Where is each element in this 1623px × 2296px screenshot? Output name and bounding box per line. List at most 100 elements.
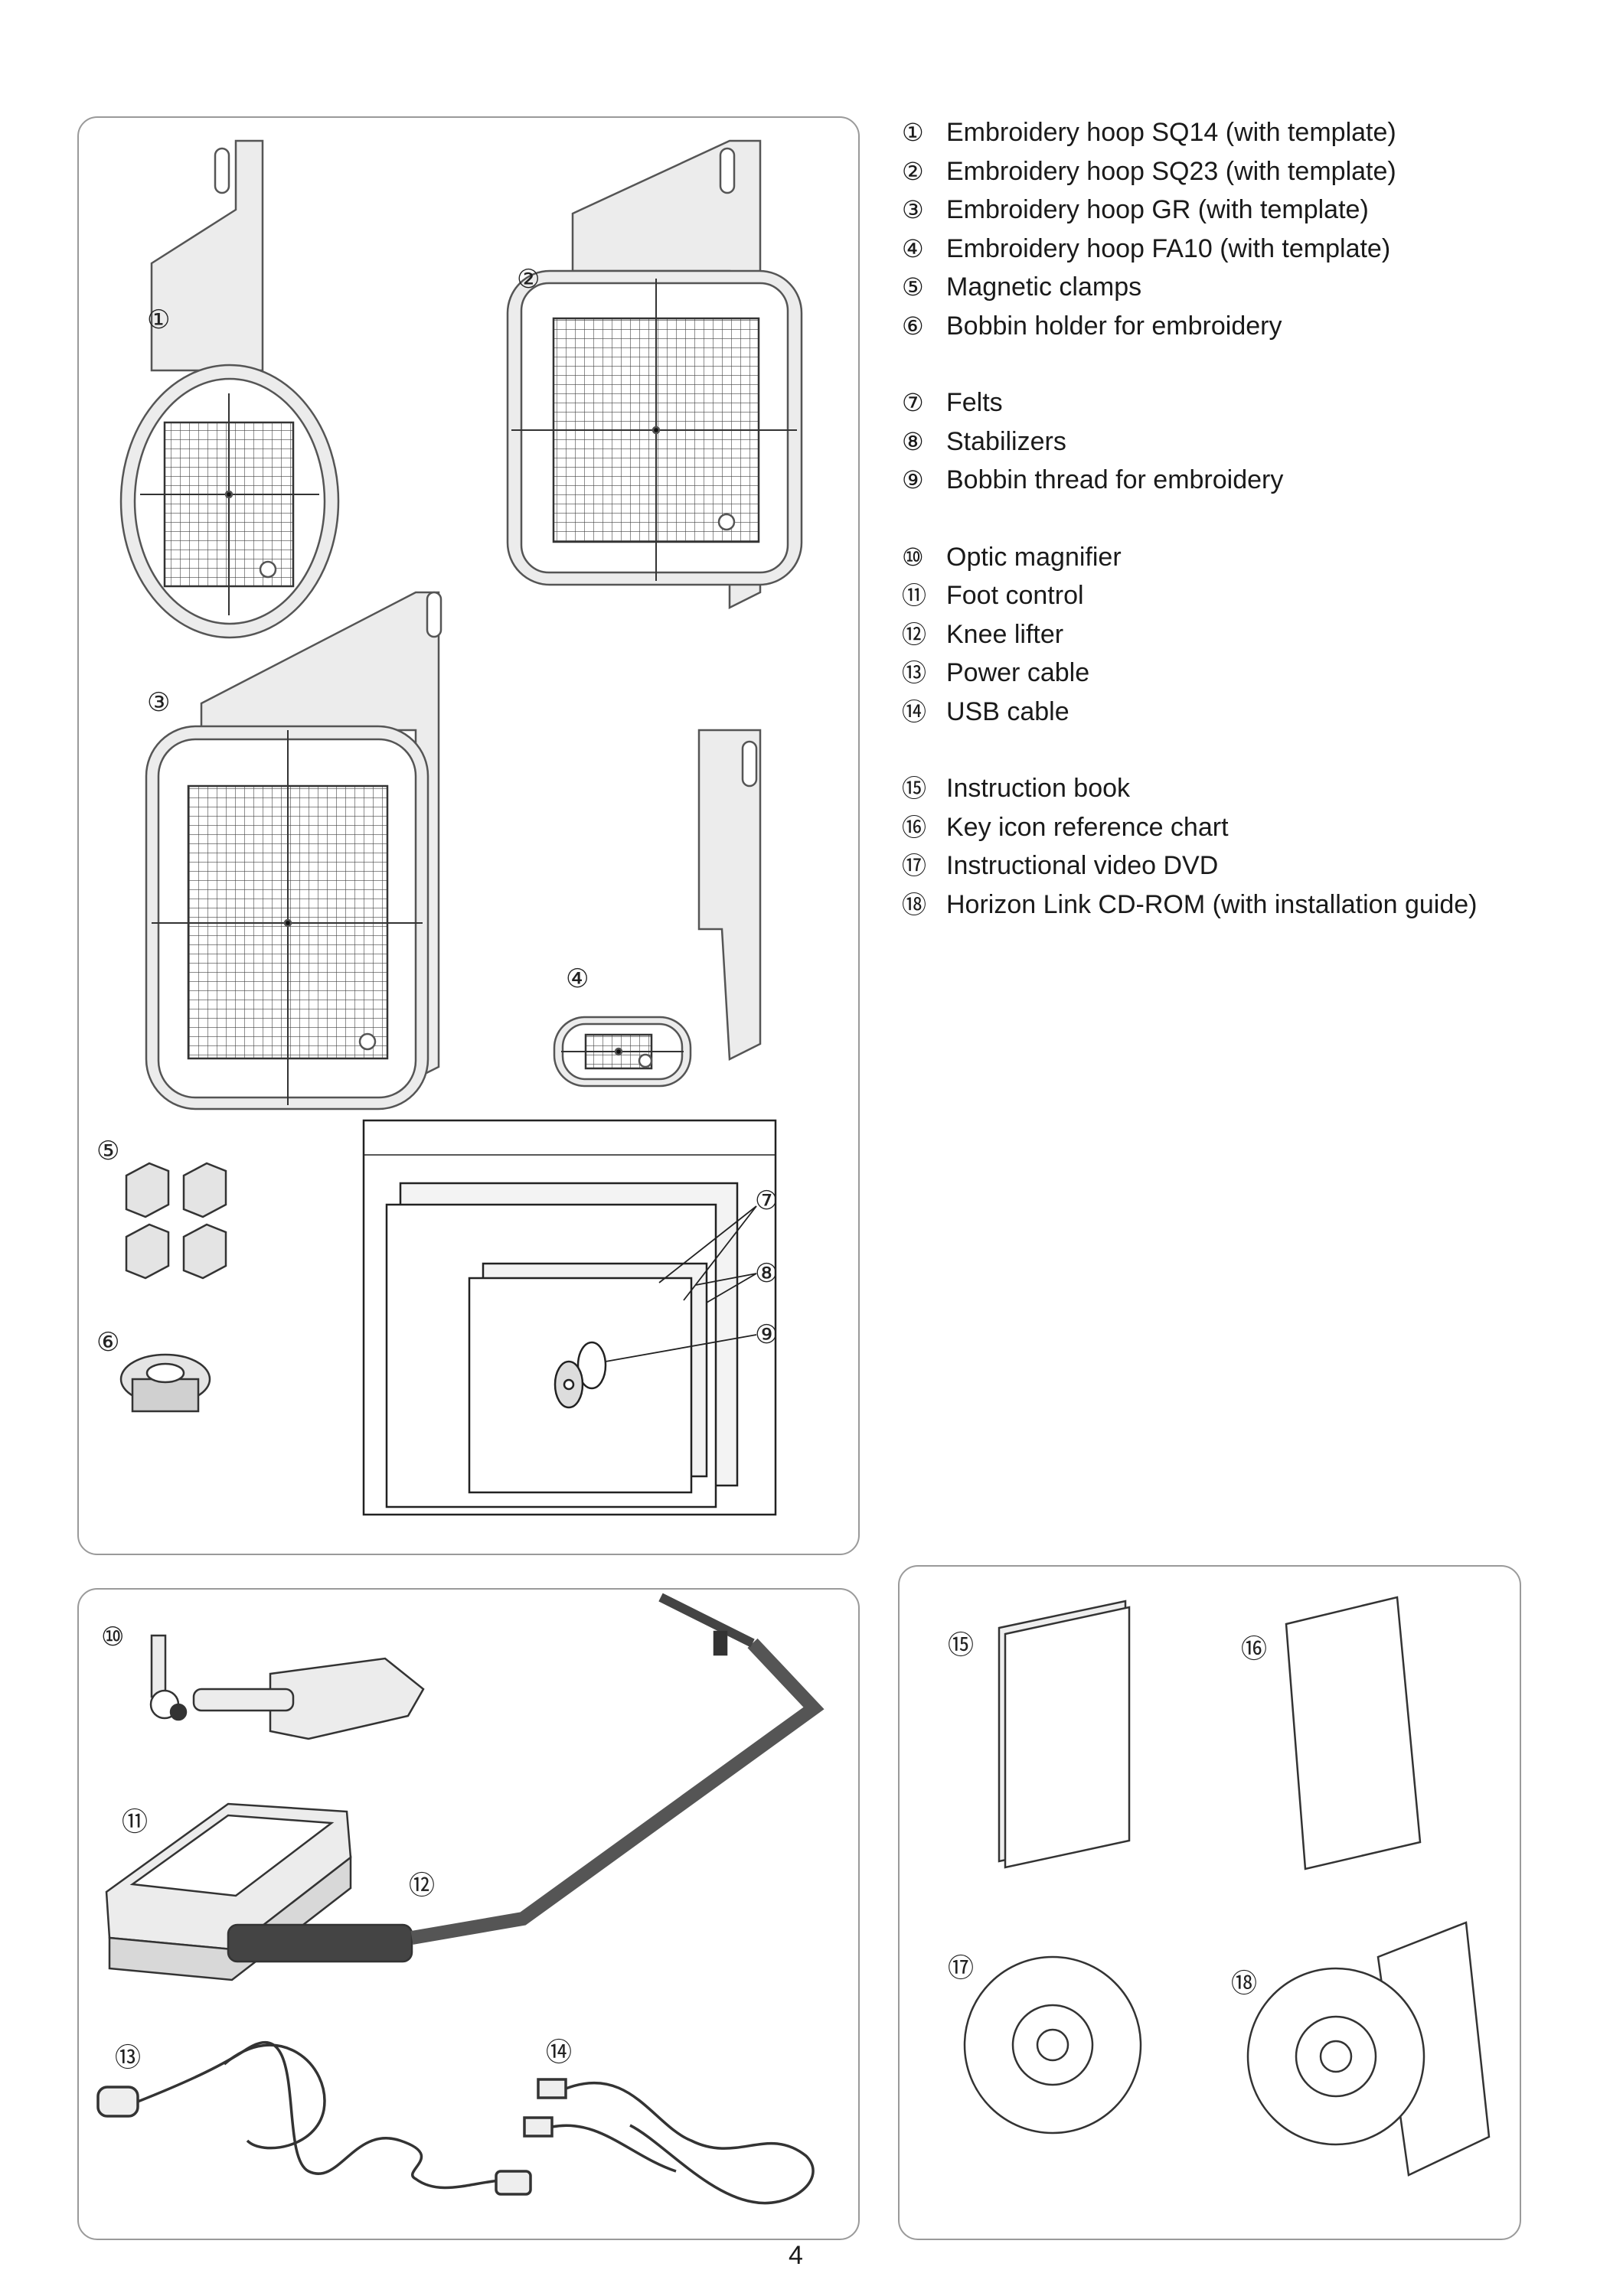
list-item: ② Embroidery hoop SQ23 (with template)	[902, 152, 1591, 191]
callout-1: ①	[147, 305, 171, 335]
list-item: ⑩ Optic magnifier	[902, 538, 1591, 577]
list-item-label: Embroidery hoop SQ23 (with template)	[946, 156, 1396, 186]
felts-stabilizers-package-illustration	[362, 1119, 777, 1516]
callout-9: ⑨	[755, 1319, 779, 1350]
usb-cable-illustration	[523, 2078, 815, 2205]
list-item: ⑫ Knee lifter	[902, 615, 1591, 654]
callout-12: ⑫	[409, 1870, 435, 1901]
list-item-number: ⑬	[902, 658, 927, 687]
list-item-number: ⑤	[902, 272, 924, 302]
list-item-label: Bobbin thread for embroidery	[946, 465, 1284, 494]
documents-panel: ⑮ ⑯ ⑰ ⑱	[898, 1565, 1521, 2240]
knee-lifter-illustration	[227, 1593, 825, 1963]
hoops-panel-illustrations	[119, 139, 803, 1516]
documents-panel-illustrations	[963, 1596, 1491, 2177]
bobbin-holder-illustration	[119, 1353, 211, 1413]
list-item-label: Magnetic clamps	[946, 272, 1142, 302]
list-item: ④ Embroidery hoop FA10 (with template)	[902, 230, 1591, 269]
list-item-label: Embroidery hoop SQ14 (with template)	[946, 118, 1396, 147]
list-item-label: Foot control	[946, 581, 1084, 610]
list-item: ⑬ Power cable	[902, 654, 1591, 693]
hoop-sq14-illustration	[119, 139, 340, 639]
parts-group: ⑦ Felts ⑧ Stabilizers ⑨ Bobbin thread for emb…	[902, 383, 1591, 500]
callout-7: ⑦	[755, 1186, 779, 1216]
list-item: ⑦ Felts	[902, 383, 1591, 422]
list-item: ③ Embroidery hoop GR (with template)	[902, 191, 1591, 230]
parts-group: ⑮ Instruction book ⑯ Key icon reference cha…	[902, 769, 1591, 924]
list-item: ⑱ Horizon Link CD-ROM (with installation …	[902, 885, 1591, 925]
hoop-fa10-illustration	[553, 729, 762, 1088]
hoop-sq23-illustration	[506, 139, 803, 610]
list-item-number: ⑱	[902, 889, 927, 919]
list-item: ⑯ Key icon reference chart	[902, 808, 1591, 847]
list-item: ⑭ USB cable	[902, 693, 1591, 732]
list-item-label: Instruction book	[946, 774, 1131, 803]
optic-magnifier-illustration	[149, 1634, 425, 1740]
list-item-number: ⑩	[902, 542, 924, 572]
list-item-number: ③	[902, 195, 924, 224]
list-item-number: ⑫	[902, 619, 927, 649]
list-item: ⑮ Instruction book	[902, 769, 1591, 808]
callout-16: ⑯	[1241, 1634, 1267, 1665]
list-item-number: ⑧	[902, 426, 924, 456]
magnetic-clamps-illustration	[125, 1162, 227, 1280]
list-item-number: ⑪	[902, 581, 927, 610]
list-item: ⑰ Instructional video DVD	[902, 846, 1591, 885]
list-item-label: USB cable	[946, 696, 1069, 726]
accessories-panel: ⑩ ⑪ ⑫ ⑬ ⑭	[77, 1588, 860, 2240]
list-item: ⑪ Foot control	[902, 576, 1591, 615]
list-item-label: Bobbin holder for embroidery	[946, 311, 1282, 341]
list-item-label: Instructional video DVD	[946, 851, 1219, 880]
hoop-gr-illustration	[145, 591, 442, 1110]
list-item-number: ⑥	[902, 311, 924, 341]
callout-6: ⑥	[96, 1327, 120, 1358]
hoops-panel: ① ② ③ ④ ⑤ ⑥ ⑦ ⑧ ⑨	[77, 116, 860, 1555]
list-item: ⑧ Stabilizers	[902, 422, 1591, 461]
list-item-number: ②	[902, 156, 924, 186]
foot-control-illustration	[105, 1802, 352, 1981]
callout-5: ⑤	[96, 1136, 120, 1166]
key-icon-reference-chart-illustration	[1285, 1596, 1422, 1870]
instruction-book-illustration	[998, 1600, 1131, 1869]
list-item-label: Key icon reference chart	[946, 812, 1229, 842]
callout-10: ⑩	[101, 1622, 125, 1652]
callout-13: ⑬	[115, 2043, 141, 2073]
parts-group: ⑩ Optic magnifier ⑪ Foot control ⑫ Knee lifte…	[902, 538, 1591, 732]
list-item: ⑥ Bobbin holder for embroidery	[902, 307, 1591, 346]
list-item-number: ⑦	[902, 388, 924, 417]
list-item-number: ④	[902, 233, 924, 263]
list-item-label: Embroidery hoop GR (with template)	[946, 195, 1369, 224]
list-item-label: Power cable	[946, 658, 1090, 687]
list-item-number: ⑮	[902, 774, 927, 803]
list-item-label: Felts	[946, 388, 1003, 417]
list-item-number: ①	[902, 118, 924, 147]
callout-8: ⑧	[755, 1258, 779, 1289]
callout-15: ⑮	[948, 1630, 974, 1661]
callout-18: ⑱	[1231, 1968, 1257, 1999]
list-item-number: ⑯	[902, 812, 927, 842]
list-item-label: Embroidery hoop FA10 (with template)	[946, 233, 1391, 263]
list-item-label: Knee lifter	[946, 619, 1064, 649]
callout-17: ⑰	[948, 1953, 974, 1984]
list-item-label: Stabilizers	[946, 426, 1066, 456]
list-item: ① Embroidery hoop SQ14 (with template)	[902, 113, 1591, 152]
power-cable-illustration	[96, 2040, 532, 2196]
callout-14: ⑭	[546, 2037, 572, 2068]
parts-list: ① Embroidery hoop SQ14 (with template) ② Em…	[902, 113, 1591, 962]
list-item-number: ⑨	[902, 465, 924, 494]
accessories-panel-illustrations	[96, 1593, 825, 2205]
callout-2: ②	[517, 264, 540, 295]
list-item-label: Optic magnifier	[946, 542, 1122, 572]
list-item: ⑨ Bobbin thread for embroidery	[902, 461, 1591, 500]
list-item-number: ⑭	[902, 696, 927, 726]
page-number: 4	[789, 2241, 803, 2270]
callout-3: ③	[147, 687, 171, 718]
instructional-dvd-illustration	[963, 1955, 1142, 2135]
list-item-label: Horizon Link CD-ROM (with installation g…	[946, 889, 1478, 919]
callout-11: ⑪	[122, 1807, 148, 1838]
list-item-number: ⑰	[902, 851, 927, 880]
list-item: ⑤ Magnetic clamps	[902, 268, 1591, 307]
parts-group: ① Embroidery hoop SQ14 (with template) ② Em…	[902, 113, 1591, 345]
callout-4: ④	[566, 964, 589, 994]
horizon-link-cdrom-illustration	[1246, 1921, 1491, 2177]
